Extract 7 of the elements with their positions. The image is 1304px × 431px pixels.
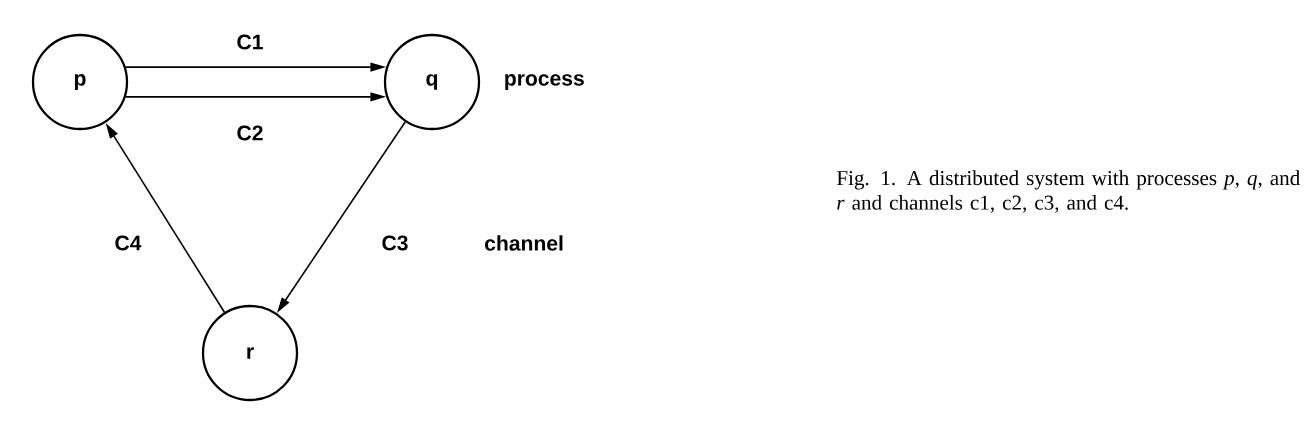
annotation-label: channel — [485, 235, 563, 251]
beside-label: process — [505, 74, 584, 90]
edge-label: C3 — [382, 235, 408, 251]
edge-label: C1 — [237, 34, 263, 50]
figure-caption: Fig. 1. A distributed system with processes p, q, and r and channels c1, c2, c3, and c4. — [836, 170, 1300, 213]
edge-label: C4 — [115, 235, 142, 251]
edge-label: C2 — [237, 125, 263, 141]
